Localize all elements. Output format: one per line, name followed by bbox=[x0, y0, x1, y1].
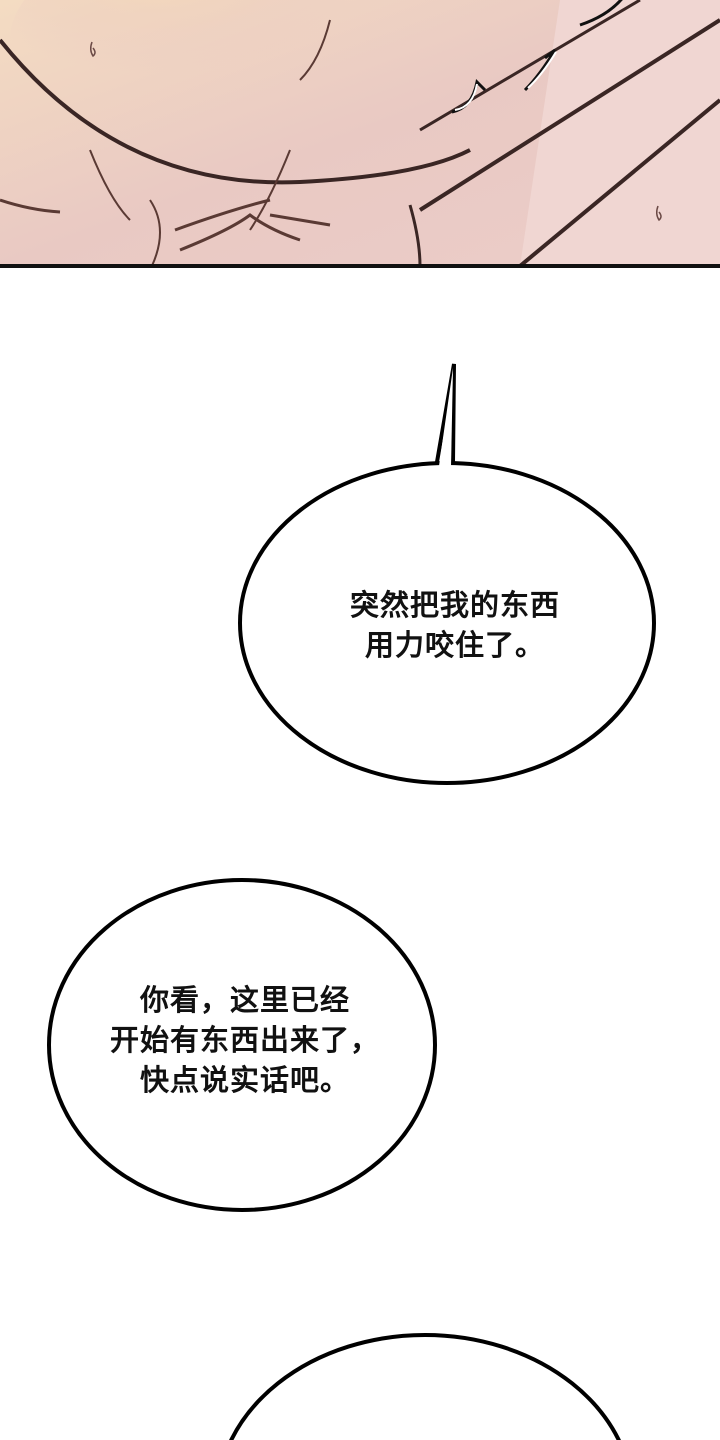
torso-illustration bbox=[0, 0, 720, 266]
sweat-drop-icon bbox=[655, 205, 662, 222]
speech-bubble-1 bbox=[238, 363, 656, 785]
panel-border bbox=[0, 264, 720, 268]
speech-bubble-2 bbox=[47, 878, 437, 1212]
speech-bubble-1-text: 突然把我的东西 用力咬住了。 bbox=[349, 588, 560, 662]
sweat-drop-icon bbox=[89, 41, 96, 58]
speech-bubble-3 bbox=[229, 1333, 621, 1440]
comic-panel-torso bbox=[0, 0, 720, 266]
speech-bubble-2-text: 你看，这里已经 开始有东西出来了， 快点说实话吧。 bbox=[109, 983, 380, 1097]
